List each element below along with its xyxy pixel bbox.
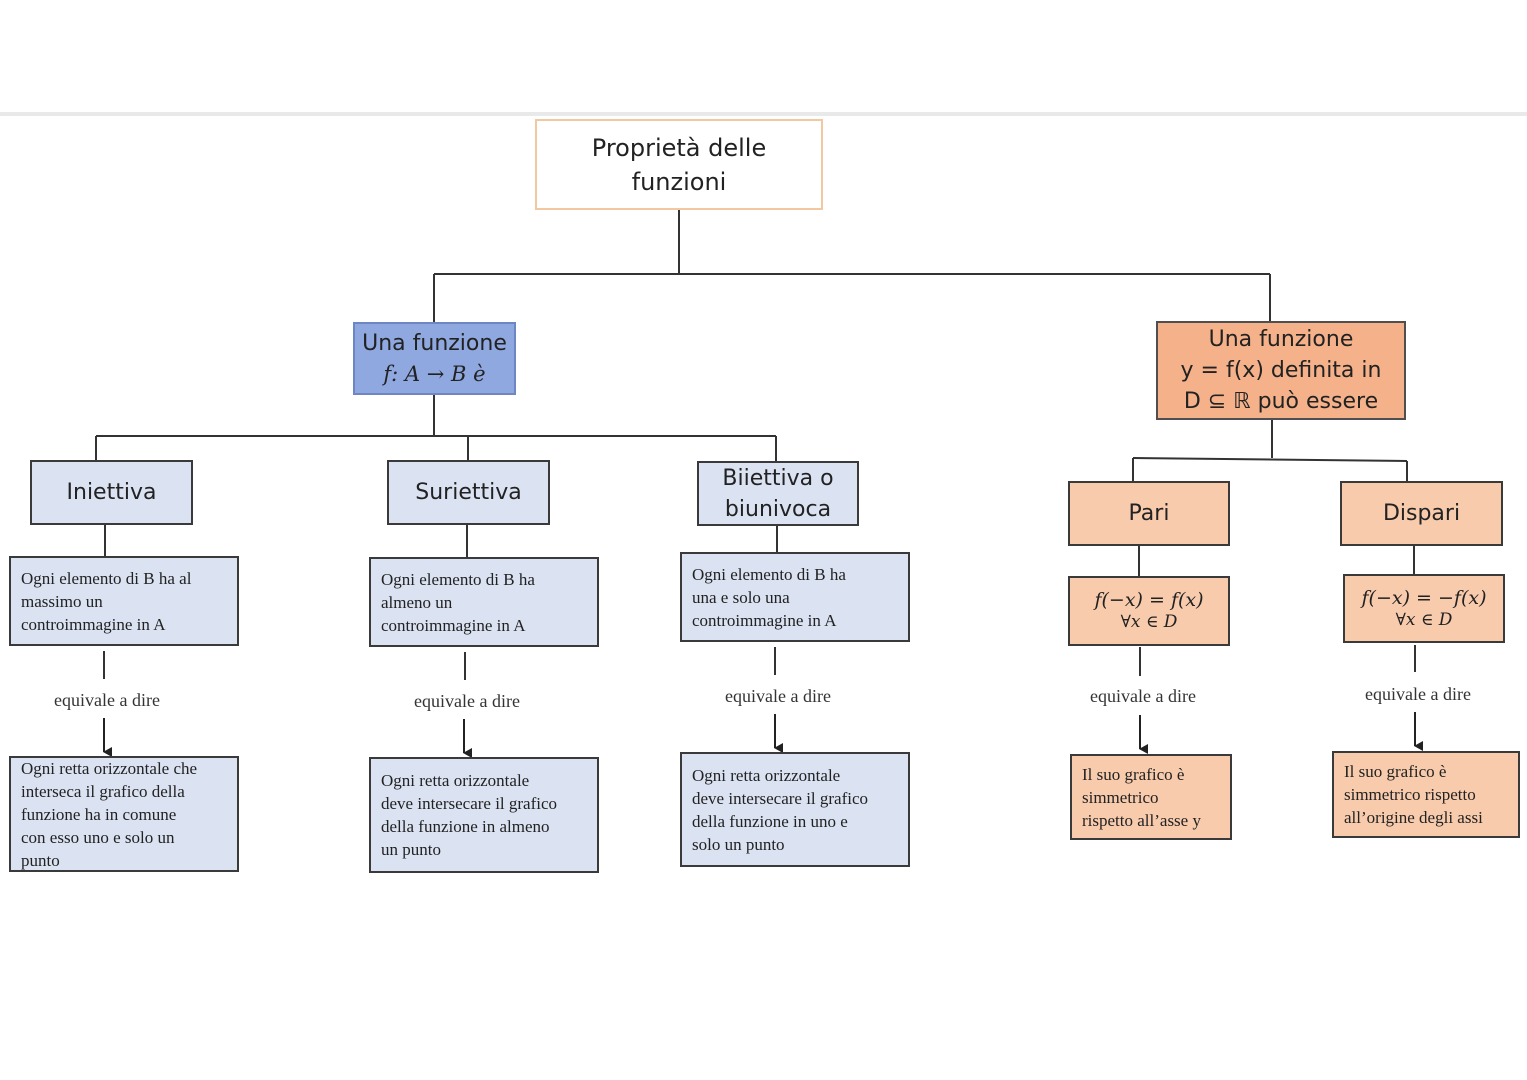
suriettiva-definition-line: Ogni elemento di B ha [381, 569, 535, 589]
dispari-consequence-line: all’origine degli assi [1344, 808, 1483, 827]
iniettiva-connector-label: equivale a dire [54, 690, 160, 710]
right-header-box: Una funzione y = f(x) definita in D ⊆ ℝ … [1156, 321, 1406, 420]
suriettiva-consequence-line: Ogni retta orizzontale [381, 771, 530, 790]
biiettiva-label-line-1: Biiettiva o [722, 465, 834, 491]
biiettiva-definition-line: una e solo una [692, 587, 790, 607]
pari-consequence-box: Il suo grafico è simmetrico rispetto all… [1070, 754, 1232, 840]
right-header-line-2: y = f(x) definita in [1180, 358, 1382, 383]
title-line-2: funzioni [631, 167, 727, 196]
biiettiva-consequence-line: solo un punto [692, 834, 785, 854]
biiettiva-box: Biiettiva o biunivoca [697, 461, 859, 526]
dispari-consequence-box: Il suo grafico è simmetrico rispetto all… [1332, 751, 1520, 838]
dispari-connector-label: equivale a dire [1365, 684, 1471, 704]
biiettiva-definition-box: Ogni elemento di B ha una e solo una con… [680, 552, 910, 642]
suriettiva-label: Suriettiva [415, 480, 522, 505]
biiettiva-label-line-2: biunivoca [724, 496, 832, 522]
iniettiva-label: Iniettiva [66, 480, 157, 505]
dispari-formula-box: f(−x) = −f(x) ∀x ∈ D [1343, 574, 1505, 643]
pari-connector-label: equivale a dire [1090, 686, 1196, 706]
dispari-formula: f(−x) = −f(x) [1361, 586, 1487, 609]
left-header-line-1: Una funzione [362, 330, 507, 356]
title-line-1: Proprietà delle [591, 133, 767, 162]
dispari-consequence-line: Il suo grafico è [1344, 762, 1447, 781]
pari-consequence-line: simmetrico [1082, 787, 1159, 807]
iniettiva-definition-line: controimmagine in A [21, 614, 166, 634]
pari-box: Pari [1068, 481, 1230, 546]
left-header-line-2: f: A → B è [383, 361, 486, 386]
title-box: Proprietà delle funzioni [535, 119, 823, 210]
iniettiva-consequence-line: con esso uno e solo un [21, 827, 175, 847]
biiettiva-connector-label: equivale a dire [725, 686, 831, 706]
pari-formula-box: f(−x) = f(x) ∀x ∈ D [1068, 576, 1230, 646]
suriettiva-consequence-line: un punto [381, 840, 441, 859]
right-header-line-3: D ⊆ ℝ può essere [1183, 389, 1379, 414]
right-header-line-1: Una funzione [1208, 327, 1354, 352]
biiettiva-definition-line: controimmagine in A [692, 610, 837, 630]
biiettiva-consequence-line: Ogni retta orizzontale [692, 765, 841, 785]
biiettiva-consequence-box: Ogni retta orizzontale deve intersecare … [680, 752, 910, 867]
dispari-consequence-line: simmetrico rispetto [1344, 785, 1476, 804]
top-divider [0, 112, 1527, 116]
left-header-box: Una funzione f: A → B è [353, 322, 516, 395]
suriettiva-definition-line: controimmagine in A [381, 615, 526, 635]
pari-domain: ∀x ∈ D [1120, 612, 1178, 632]
iniettiva-box: Iniettiva [30, 460, 193, 525]
dispari-box: Dispari [1340, 481, 1503, 546]
iniettiva-consequence-line: interseca il grafico della [21, 781, 185, 801]
suriettiva-definition-line: almeno un [381, 592, 453, 612]
suriettiva-connector-label: equivale a dire [414, 691, 520, 711]
suriettiva-consequence-box: Ogni retta orizzontale deve intersecare … [369, 757, 599, 873]
pari-label: Pari [1128, 501, 1170, 526]
iniettiva-definition-box: Ogni elemento di B ha al massimo un cont… [9, 556, 239, 646]
dispari-label: Dispari [1382, 501, 1461, 526]
pari-consequence-line: Il suo grafico è [1082, 764, 1185, 784]
iniettiva-consequence-line: Ogni retta orizzontale che [21, 758, 198, 778]
iniettiva-consequence-line: funzione ha in comune [21, 804, 177, 824]
pari-formula: f(−x) = f(x) [1094, 589, 1204, 611]
iniettiva-consequence-line: punto [21, 850, 60, 870]
iniettiva-definition-line: Ogni elemento di B ha al [21, 568, 192, 588]
iniettiva-consequence-box: Ogni retta orizzontale che interseca il … [9, 756, 239, 872]
suriettiva-definition-box: Ogni elemento di B ha almeno un controim… [369, 557, 599, 647]
pari-consequence-line: rispetto all’asse y [1082, 810, 1201, 830]
biiettiva-consequence-line: deve intersecare il grafico [692, 788, 869, 808]
biiettiva-consequence-line: della funzione in uno e [692, 811, 848, 831]
suriettiva-consequence-line: deve intersecare il grafico [381, 794, 558, 813]
biiettiva-definition-line: Ogni elemento di B ha [692, 564, 846, 584]
suriettiva-box: Suriettiva [387, 460, 550, 525]
suriettiva-consequence-line: della funzione in almeno [381, 817, 550, 836]
dispari-domain: ∀x ∈ D [1395, 609, 1453, 630]
iniettiva-definition-line: massimo un [21, 591, 103, 611]
